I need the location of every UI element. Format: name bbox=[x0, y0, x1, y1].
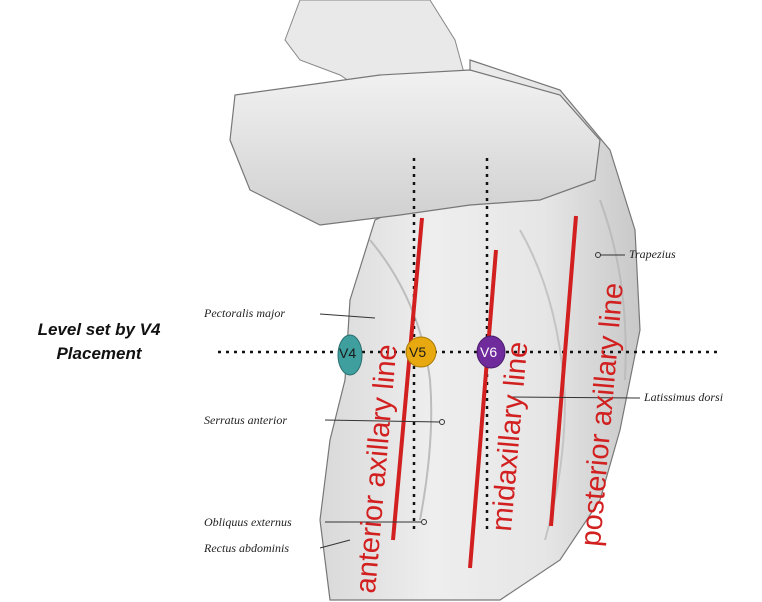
caption-line-1: Level set by V4 bbox=[14, 318, 184, 342]
level-caption: Level set by V4 Placement bbox=[14, 318, 184, 366]
electrode-v6-label: V6 bbox=[480, 344, 497, 360]
latissimus-dorsi-label: Latissimus dorsi bbox=[644, 390, 723, 405]
serratus-anterior-label: Serratus anterior bbox=[204, 413, 287, 428]
electrode-v4-label: V4 bbox=[339, 345, 356, 361]
pectoralis-major-label: Pectoralis major bbox=[204, 306, 285, 321]
rectus-abdominis-label: Rectus abdominis bbox=[204, 541, 289, 556]
electrode-v5-label: V5 bbox=[409, 344, 426, 360]
obliquus-externus-label: Obliquus externus bbox=[204, 515, 292, 530]
trapezius-label: Trapezius bbox=[629, 247, 676, 262]
caption-line-2: Placement bbox=[14, 342, 184, 366]
